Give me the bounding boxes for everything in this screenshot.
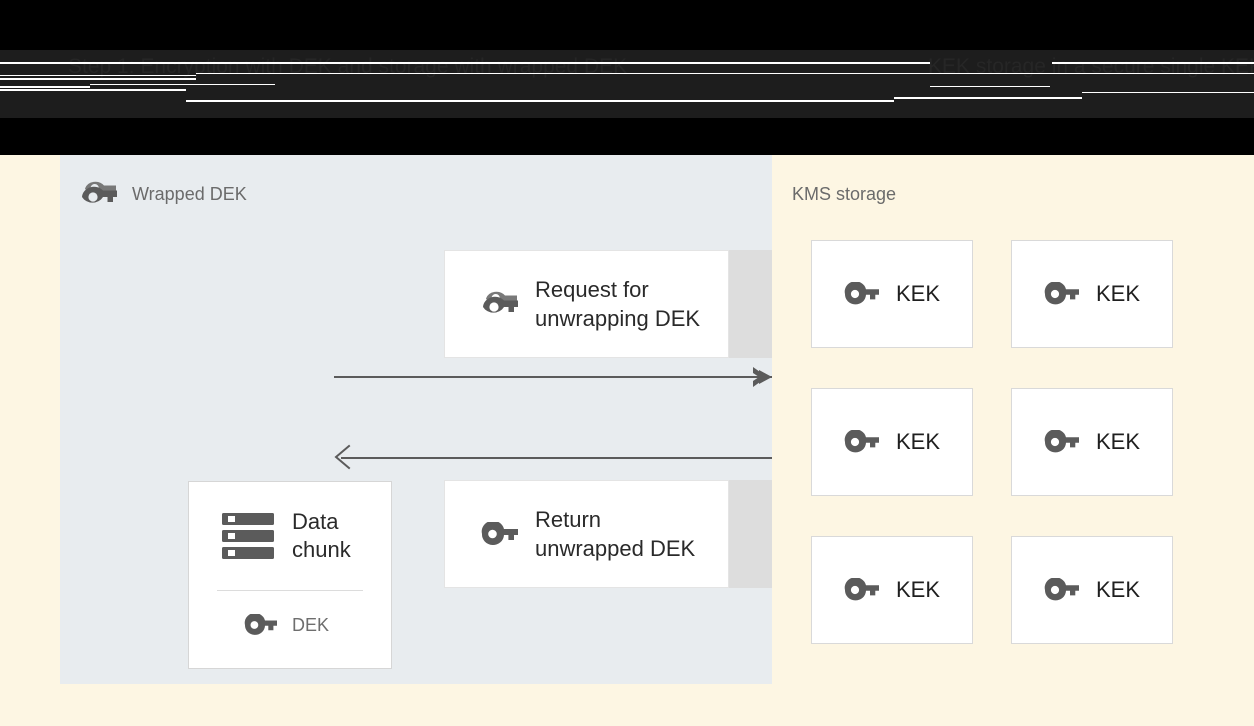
redaction-line [0, 62, 398, 64]
data-chunk-card-top: Data chunk [220, 508, 351, 564]
redaction-line [0, 75, 196, 76]
wrapped-dek-label: Wrapped DEK [132, 184, 247, 204]
return-arrow-head-icon [333, 444, 351, 470]
return-arrow-line [341, 457, 772, 459]
kek-label: KEK [1095, 577, 1141, 602]
kek-card[interactable]: KEK [1011, 536, 1173, 644]
wrapped-key-icon [481, 289, 519, 319]
data-chunk-icon [220, 510, 276, 562]
obscured-header-band: Step 1: Encryption with DEK and storage … [0, 0, 1254, 118]
kek-card[interactable]: KEK [811, 388, 973, 496]
kek-card[interactable]: KEK [811, 240, 973, 348]
data-chunk-card[interactable]: Data chunk DEK [188, 481, 392, 669]
request-card-text: Request for unwrapping DEK [535, 277, 701, 331]
data-chunk-card-bottom: DEK [244, 614, 329, 636]
key-icon [1044, 430, 1080, 454]
redaction-line [0, 86, 90, 88]
key-icon [481, 522, 519, 546]
request-arrow-line [334, 376, 772, 378]
kms-storage-panel: KMS storage KEK KEK KEK [772, 155, 1254, 684]
kek-card[interactable]: KEK [1011, 240, 1173, 348]
kek-label: KEK [895, 577, 941, 602]
dek-label: DEK [292, 615, 330, 635]
redaction-line [930, 86, 1050, 87]
kek-label: KEK [895, 429, 941, 454]
key-icon [844, 578, 880, 602]
kms-storage-label: KMS storage [792, 184, 897, 204]
key-icon [1044, 578, 1080, 602]
return-card-text: Return unwrapped DEK [535, 507, 696, 561]
kek-label: KEK [1095, 281, 1141, 306]
redaction-line [894, 97, 1082, 99]
redaction-line [0, 78, 196, 80]
header-secondary-text: KEK storage in a secure single KEK [928, 55, 1254, 78]
request-arrow-head-icon [753, 364, 775, 390]
request-unwrapping-dek-card[interactable]: Request for unwrapping DEK [444, 250, 729, 358]
kek-label: KEK [1095, 429, 1141, 454]
wrapped-key-icon [80, 179, 118, 209]
data-chunk-title: Data chunk [292, 509, 351, 562]
redaction-line [398, 62, 930, 64]
key-icon [844, 282, 880, 306]
return-unwrapped-dek-card[interactable]: Return unwrapped DEK [444, 480, 729, 588]
wrapped-dek-panel: Wrapped DEK Data chunk [60, 155, 772, 684]
kek-label: KEK [895, 281, 941, 306]
kek-card[interactable]: KEK [1011, 388, 1173, 496]
redaction-line [1052, 62, 1254, 64]
redaction-line [1082, 92, 1254, 93]
kek-card[interactable]: KEK [811, 536, 973, 644]
wrapped-dek-panel-header: Wrapped DEK [80, 179, 247, 209]
redaction-line [186, 100, 894, 102]
redaction-line [196, 73, 1254, 74]
redaction-line [0, 89, 186, 91]
page-title: Step 1: Encryption with DEK and storage … [68, 55, 628, 78]
key-icon [844, 430, 880, 454]
key-icon [1044, 282, 1080, 306]
data-chunk-divider [217, 590, 363, 591]
key-icon [244, 614, 278, 636]
redaction-line [90, 84, 275, 85]
